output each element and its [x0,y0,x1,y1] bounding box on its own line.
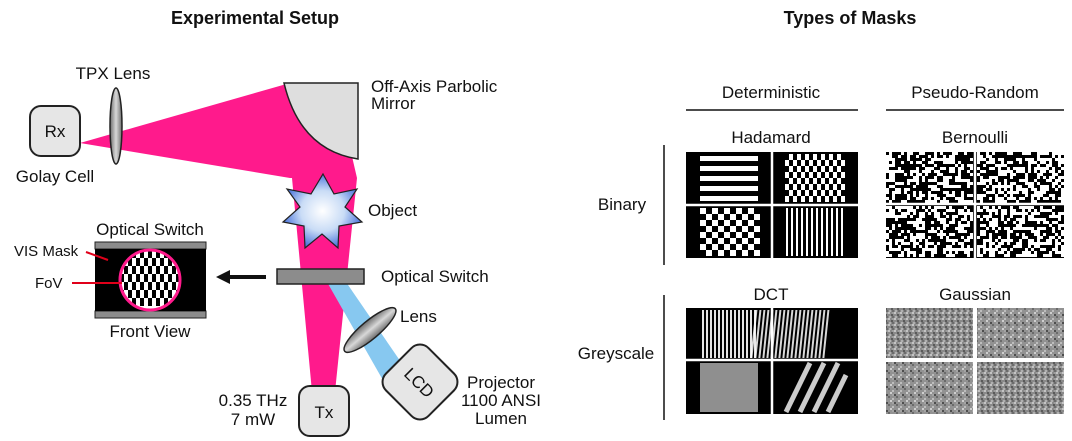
optical-switch-bar [276,268,365,285]
fov-circle [118,248,182,312]
gaussian-masks [886,308,1064,414]
projector-label-2: 1100 ANSI [461,391,541,410]
dct-label: DCT [754,285,789,304]
dct-masks [686,308,858,414]
masks-title: Types of Masks [784,8,917,28]
front-view-label: Front View [110,322,192,341]
object-label: Object [368,201,417,220]
tx-frequency: 0.35 THz [219,391,288,410]
lcd-projector: LCD [381,343,459,421]
bernoulli-label: Bernoulli [942,128,1008,147]
golay-cell-label: Golay Cell [16,167,94,186]
switch-arrow [216,270,266,284]
inset-title: Optical Switch [96,220,204,239]
mirror-label-1: Off-Axis Parbolic [371,77,498,96]
setup-title: Experimental Setup [171,8,339,28]
parabolic-mirror [283,82,359,160]
vis-mask-label: VIS Mask [14,243,79,260]
vis-lens-label: Lens [400,307,437,326]
tx-source [298,385,350,437]
hadamard-masks [686,152,858,258]
object-starburst [281,172,364,250]
hadamard-label: Hadamard [731,128,810,147]
gaussian-label: Gaussian [939,285,1011,304]
switch-front-view [94,241,207,319]
tpx-lens [109,87,123,165]
projector-label-1: Projector [467,373,535,392]
row-greyscale: Greyscale [578,344,655,363]
projector-label-3: Lumen [475,409,527,428]
vis-mask-pointer [85,251,109,261]
tpx-lens-label: TPX Lens [76,64,151,83]
tx-power: 7 mW [231,410,275,429]
row-binary: Binary [598,195,647,214]
bernoulli-masks [886,152,1064,258]
mirror-label-2: Mirror [371,94,416,113]
vis-lens [343,306,397,354]
rx-detector [29,105,81,157]
optical-switch-label: Optical Switch [381,267,489,286]
col-pseudo-random: Pseudo-Random [911,83,1039,102]
tx-label: Tx [315,403,334,422]
col-deterministic: Deterministic [722,83,821,102]
fov-label: FoV [35,275,63,292]
rx-label: Rx [45,122,66,141]
